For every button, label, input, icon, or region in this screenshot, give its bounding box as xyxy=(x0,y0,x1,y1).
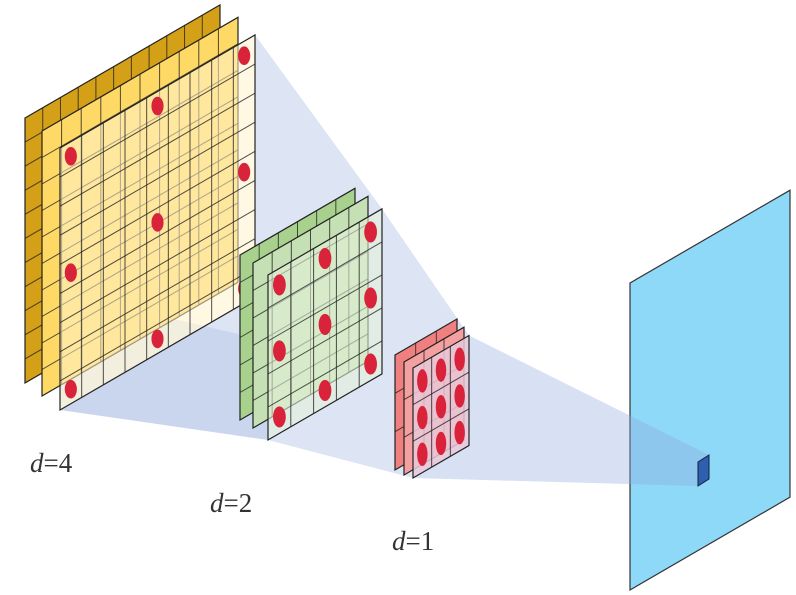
d1-kernel-dot xyxy=(454,384,465,408)
d4-layer-front-grid-line xyxy=(59,238,256,353)
output-feature-map xyxy=(629,189,791,592)
d2-kernel-dot xyxy=(273,274,286,296)
d1-layer-front-grid-line xyxy=(412,408,470,442)
beam-d1-to-output xyxy=(413,445,709,486)
d2-kernel-dot xyxy=(318,379,332,401)
d4-kernel-dot xyxy=(238,162,251,182)
d4-kernel-dot xyxy=(64,379,77,399)
d4-kernel-dot xyxy=(64,263,77,283)
label-d2: d=2 xyxy=(210,488,253,518)
d4-layer-front-grid-line xyxy=(59,180,256,294)
d1-kernel-dot xyxy=(454,347,465,371)
d1-kernel-dot xyxy=(435,358,447,382)
label-d1: d=1 xyxy=(392,526,435,556)
d2-kernel-dot xyxy=(273,406,286,428)
d2-kernel-dot xyxy=(364,221,377,243)
d2-layer-front-grid-line xyxy=(267,274,383,342)
d2-kernel-dot xyxy=(364,353,377,375)
label-d4: d=4 xyxy=(30,448,73,478)
d4-kernel-dot xyxy=(151,213,164,232)
beam-d1-to-output xyxy=(469,335,709,479)
d2-kernel-dot xyxy=(318,247,332,269)
d2-kernel-dot xyxy=(273,340,286,362)
d2-kernel-dot xyxy=(364,287,377,309)
d2-layer-front-grid-line xyxy=(267,307,383,375)
d4-kernel-dot xyxy=(64,146,77,166)
d4-layer-front-grid-line xyxy=(59,267,256,382)
d4-layer-front-grid-line xyxy=(59,63,256,178)
output-pixel xyxy=(697,454,710,487)
d4-layer-front-grid-line xyxy=(59,150,256,265)
d4-kernel-dot xyxy=(151,96,164,116)
d1-kernel-dot xyxy=(417,442,428,466)
d1-kernel-dot xyxy=(454,420,465,445)
d1-kernel-dot xyxy=(435,395,447,419)
d4-layer-front-grid-line xyxy=(59,121,256,236)
d2-layer-front-grid-line xyxy=(267,241,383,309)
d2-layer-front-grid-line xyxy=(267,340,383,408)
d1-kernel-dot xyxy=(417,405,428,430)
d4-kernel-dot xyxy=(151,329,164,349)
d4-kernel-dot xyxy=(238,46,251,66)
d2-kernel-dot xyxy=(318,313,332,335)
d4-layer-front-grid-line xyxy=(59,92,256,207)
d4-layer-front-grid-line xyxy=(59,209,256,324)
d1-kernel-dot xyxy=(435,431,447,456)
d1-kernel-dot xyxy=(417,369,428,393)
d1-layer-front-grid-line xyxy=(412,371,470,406)
